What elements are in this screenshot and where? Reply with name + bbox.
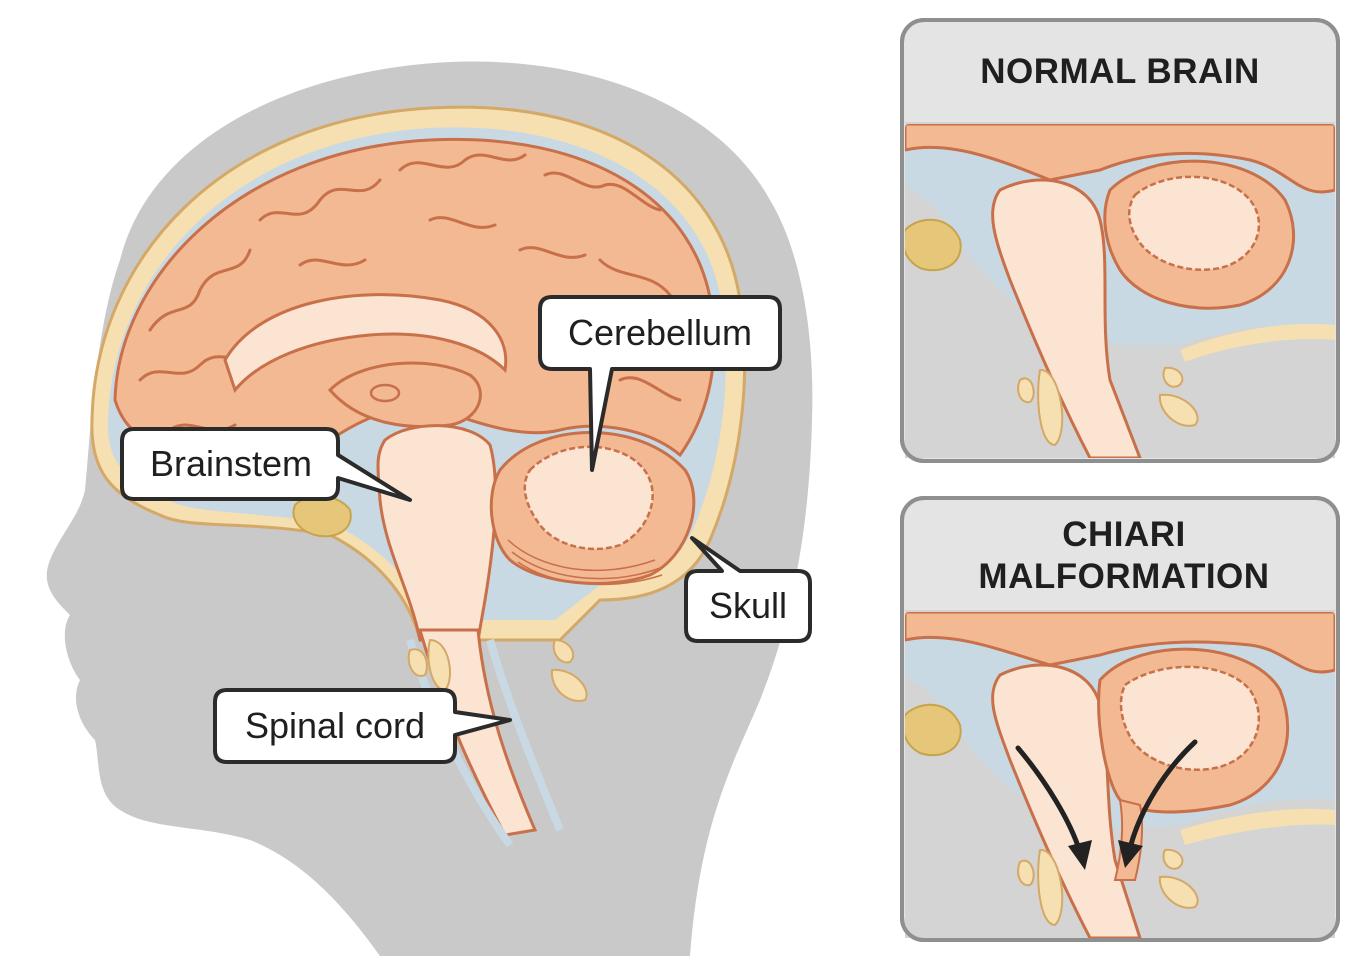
skull-label: Skull: [709, 585, 787, 626]
brainstem-label: Brainstem: [150, 443, 312, 484]
chiari-title-line2: MALFORMATION: [978, 557, 1269, 596]
cerebellum-label: Cerebellum: [568, 312, 752, 353]
chiari-title-line1: CHIARI: [1062, 515, 1186, 554]
head-illustration: [47, 62, 813, 956]
normal-brain-panel: NORMAL BRAIN: [902, 20, 1338, 461]
spinal-cord-label: Spinal cord: [245, 705, 425, 746]
normal-brain-title: NORMAL BRAIN: [980, 52, 1260, 91]
chiari-malformation-panel: CHIARI MALFORMATION: [902, 498, 1338, 940]
